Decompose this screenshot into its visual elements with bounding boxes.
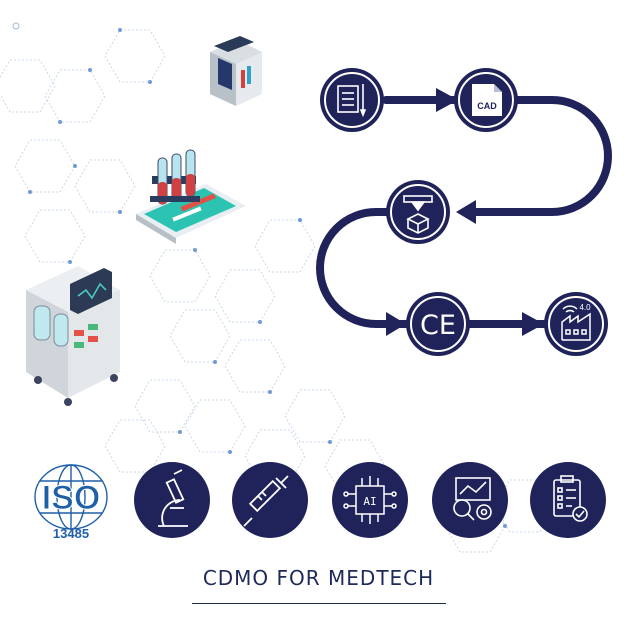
ce-mark-icon: CE <box>420 310 456 341</box>
step-3d-printing <box>386 180 450 244</box>
step-industry-4-0: 4.0 <box>544 292 608 356</box>
caption-title: CDMO FOR MEDTECH <box>202 566 435 590</box>
3d-printer-icon <box>403 195 433 234</box>
test-tubes-tablet-illustration <box>136 149 246 244</box>
process-flow: CAD CE <box>316 68 612 356</box>
lab-analyzer-illustration <box>210 36 262 106</box>
ai-chip-icon <box>343 476 397 524</box>
iso-13485-badge: ISO 13485 <box>34 464 108 541</box>
arrow-head-1 <box>436 88 458 112</box>
capability-syringe <box>232 462 308 538</box>
capability-checklist <box>530 462 606 538</box>
microscope-icon <box>158 469 188 527</box>
ai-label: AI <box>363 495 376 508</box>
caption-underline <box>192 603 446 604</box>
smart-factory-icon <box>561 305 591 341</box>
step-documents <box>320 68 384 132</box>
documents-icon <box>337 84 367 118</box>
analytics-gear-icon <box>453 477 492 521</box>
flow-connector-path <box>316 96 612 328</box>
step-ce-marking: CE <box>406 292 470 356</box>
capability-microscope <box>134 462 210 538</box>
ventilator-machine-illustration <box>26 266 120 406</box>
globe-icon <box>34 464 108 530</box>
syringe-icon <box>243 475 289 527</box>
iso-number: 13485 <box>53 526 89 541</box>
capability-ai: AI <box>332 462 408 538</box>
checklist-icon <box>553 475 588 522</box>
iso-label: ISO <box>42 479 101 517</box>
industry-4-0-label: 4.0 <box>579 303 591 312</box>
arrow-head-3 <box>386 312 406 336</box>
step-cad: CAD <box>454 68 518 132</box>
cad-label: CAD <box>477 101 497 111</box>
arrow-head-4 <box>522 312 544 336</box>
capability-analytics <box>432 462 508 538</box>
capabilities-row: AI <box>134 462 606 538</box>
cad-file-icon: CAD <box>472 84 502 116</box>
arrow-head-2 <box>456 200 476 224</box>
